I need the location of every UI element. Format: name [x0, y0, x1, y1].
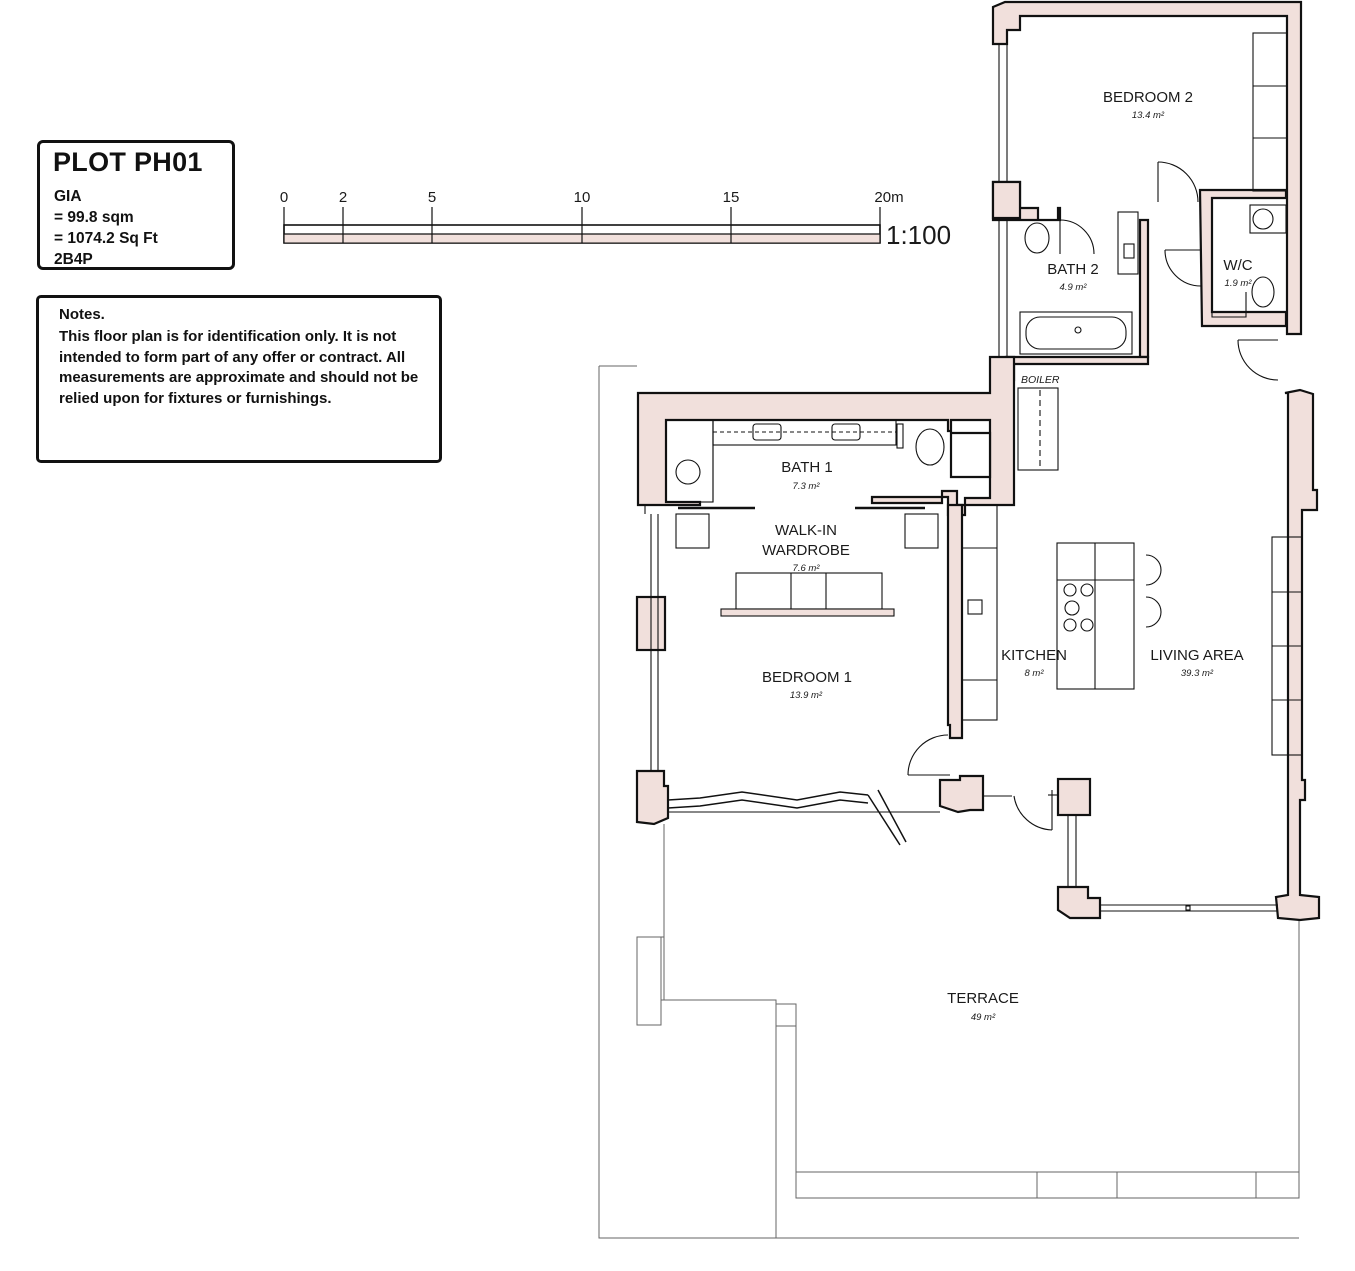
terrace-outline: [598, 365, 1300, 1239]
plot-details: GIA = 99.8 sqm = 1074.2 Sq Ft 2B4P: [54, 186, 158, 270]
living-area: 39.3 m²: [1181, 668, 1214, 679]
bath1-area: 7.3 m²: [793, 481, 821, 492]
scale-bar: 0 2 5 10 15 20m 1:100: [280, 189, 951, 250]
kitchen-name: KITCHEN: [1001, 647, 1067, 664]
plot-info-box: PLOT PH01 GIA = 99.8 sqm = 1074.2 Sq Ft …: [37, 140, 235, 270]
bath1-name: BATH 1: [781, 459, 832, 476]
walls: [635, 0, 1321, 922]
terrace-area: 49 m²: [971, 1012, 996, 1023]
room-labels: BEDROOM 2 13.4 m² BATH 2 4.9 m² W/C 1.9 …: [762, 89, 1253, 1023]
notes-box: Notes. This floor plan is for identifica…: [36, 295, 442, 463]
plot-title: PLOT PH01: [53, 147, 203, 177]
scale-tick-0: 0: [280, 189, 288, 206]
gia-label: GIA: [54, 188, 82, 205]
wc-area: 1.9 m²: [1225, 278, 1253, 289]
terrace-name: TERRACE: [947, 990, 1019, 1007]
interior-lines: [644, 32, 1303, 912]
bath2-area: 4.9 m²: [1060, 282, 1088, 293]
wardrobe-area: 7.6 m²: [793, 563, 821, 574]
boiler-label: BOILER: [1021, 374, 1060, 386]
wardrobe-name-line2: WARDROBE: [762, 542, 850, 559]
notes-text: This floor plan is for identification on…: [59, 328, 419, 407]
unit-type: 2B4P: [54, 251, 93, 268]
scale-tick-2: 2: [339, 189, 347, 206]
wc-name: W/C: [1223, 257, 1252, 274]
bedroom1-area: 13.9 m²: [790, 690, 823, 701]
kitchen-area: 8 m²: [1025, 668, 1045, 679]
bedroom2-name: BEDROOM 2: [1103, 89, 1193, 106]
bedroom2-area: 13.4 m²: [1132, 110, 1165, 121]
scale-tick-20m: 20m: [874, 189, 903, 206]
bedroom1-name: BEDROOM 1: [762, 669, 852, 686]
gia-sqm: = 99.8 sqm: [54, 209, 134, 226]
scale-tick-5: 5: [428, 189, 436, 206]
notes-title: Notes.: [59, 306, 105, 323]
scale-ratio: 1:100: [886, 220, 951, 250]
wardrobe-name-line1: WALK-IN: [775, 522, 837, 539]
scale-tick-10: 10: [574, 189, 591, 206]
gia-sqft: = 1074.2 Sq Ft: [54, 230, 158, 247]
bath2-name: BATH 2: [1047, 261, 1098, 278]
living-name: LIVING AREA: [1150, 647, 1243, 664]
scale-tick-15: 15: [723, 189, 740, 206]
